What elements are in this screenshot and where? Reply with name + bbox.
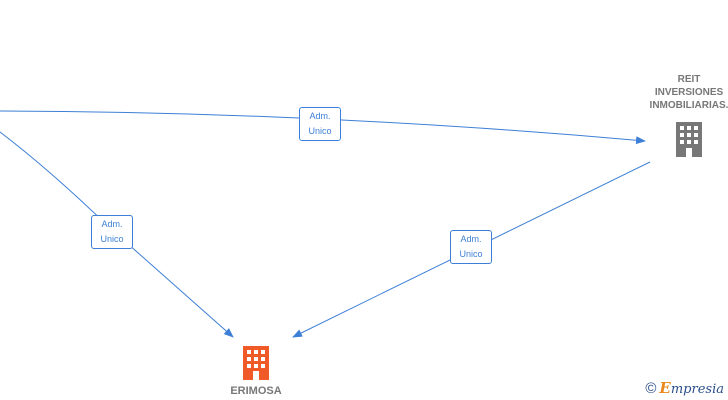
node-reit[interactable]: REIT INVERSIONES INMOBILIARIAS. bbox=[636, 73, 728, 112]
edge-label-left[interactable]: Adm. Unico bbox=[91, 215, 133, 249]
edge-label-line2: Unico bbox=[308, 126, 332, 136]
node-reit-name: REIT INVERSIONES INMOBILIARIAS. bbox=[636, 73, 728, 112]
brand-rest: mpresia bbox=[670, 382, 724, 397]
node-name-line: INVERSIONES bbox=[654, 87, 724, 98]
edge-label-line2: Unico bbox=[459, 249, 483, 259]
node-name-line: INMOBILIARIAS. bbox=[649, 100, 728, 111]
empresia-watermark: © Empresia bbox=[645, 379, 724, 397]
copyright-symbol: © bbox=[645, 379, 657, 397]
edge-label-line1: Adm. bbox=[309, 111, 331, 121]
edge-label-line1: Adm. bbox=[460, 234, 482, 244]
node-erimosa[interactable]: ERIMOSA bbox=[216, 385, 296, 398]
edge-label-line1: Adm. bbox=[101, 219, 123, 229]
brand-name: Empresia bbox=[659, 379, 724, 397]
building-icon bbox=[243, 346, 269, 380]
edge-label-line2: Unico bbox=[100, 234, 124, 244]
edge-label-top[interactable]: Adm. Unico bbox=[299, 107, 341, 141]
node-name-line: REIT bbox=[677, 74, 701, 85]
edge-label-right[interactable]: Adm. Unico bbox=[450, 230, 492, 264]
brand-initial: E bbox=[659, 379, 671, 397]
node-erimosa-name: ERIMOSA bbox=[230, 385, 282, 397]
building-icon bbox=[676, 122, 702, 157]
